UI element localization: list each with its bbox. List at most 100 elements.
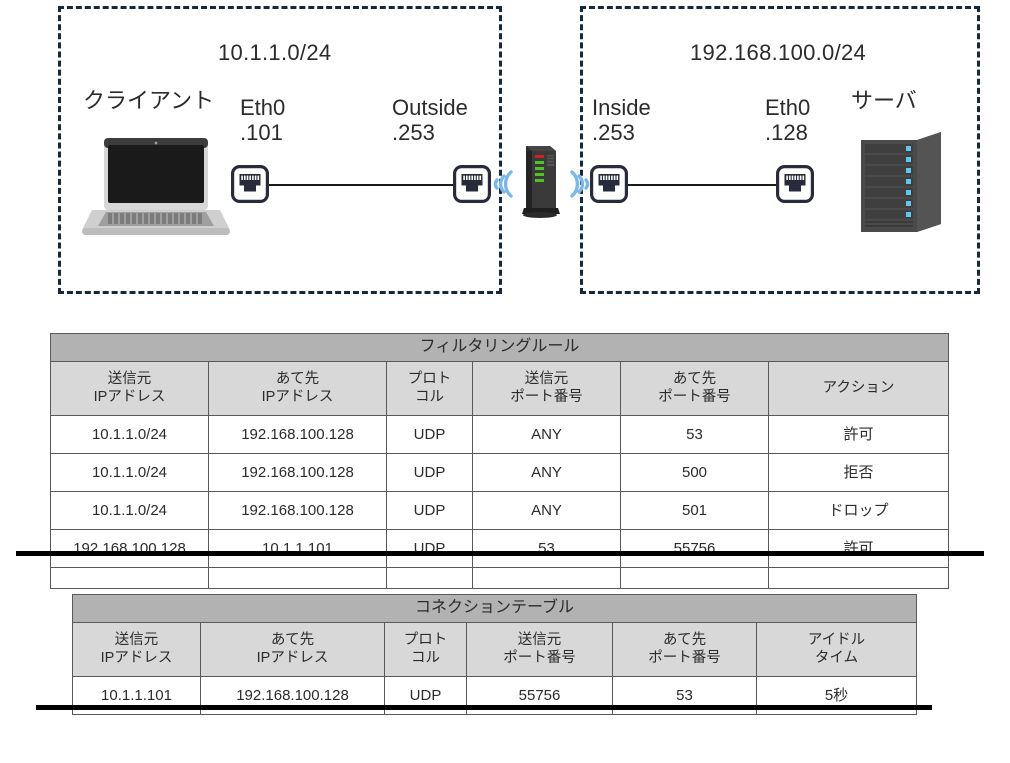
cell-protocol: UDP xyxy=(386,453,473,492)
cell-source-ip: 192.168.100.128 xyxy=(50,529,209,568)
header-protocol: プロト コル xyxy=(384,622,467,677)
cell-action: ドロップ xyxy=(768,491,949,530)
header-dest-ip-line2: IPアドレス xyxy=(256,649,329,666)
header-source-port: 送信元 ポート番号 xyxy=(466,622,613,677)
cell-dest-ip: 192.168.100.128 xyxy=(208,415,387,454)
cell-source-port: ANY xyxy=(472,415,621,454)
cell-dest-port: 53 xyxy=(620,415,769,454)
header-idle-time-line1: アイドル xyxy=(807,632,866,649)
header-dest-port-line2: ポート番号 xyxy=(648,649,721,666)
strikethrough-bar-connection-row xyxy=(36,705,932,710)
firewall-inside-label: Inside .253 xyxy=(592,95,651,145)
cell-blank xyxy=(620,567,769,589)
header-dest-port: あて先 ポート番号 xyxy=(620,361,769,416)
filtering-rules-table: フィルタリングルール 送信元 IPアドレス あて先 IPアドレス プロト コル … xyxy=(50,333,949,589)
header-protocol-line2: コル xyxy=(411,649,440,666)
firewall-inside-name: Inside xyxy=(592,95,651,120)
cell-dest-port: 501 xyxy=(620,491,769,530)
cell-source-ip: 10.1.1.0/24 xyxy=(50,415,209,454)
server-rack-icon xyxy=(861,132,941,232)
cell-protocol: UDP xyxy=(386,529,473,568)
client-interface-name: Eth0 xyxy=(240,95,286,120)
cell-source-ip: 10.1.1.0/24 xyxy=(50,453,209,492)
rj45-port-icon-inside xyxy=(590,165,628,203)
header-protocol: プロト コル xyxy=(386,361,473,416)
cell-source-port: 53 xyxy=(472,529,621,568)
table-row-blank xyxy=(50,567,949,589)
laptop-icon xyxy=(82,138,230,235)
cell-dest-port: 500 xyxy=(620,453,769,492)
cell-action: 許可 xyxy=(768,529,949,568)
cell-protocol: UDP xyxy=(386,491,473,530)
filtering-table-title-row: フィルタリングルール xyxy=(50,333,949,362)
header-idle-time-line2: タイム xyxy=(814,649,859,666)
server-interface-name: Eth0 xyxy=(765,95,811,120)
cell-source-port: ANY xyxy=(472,491,621,530)
header-protocol-line2: コル xyxy=(415,388,444,405)
cell-blank xyxy=(386,567,473,589)
cell-action: 拒否 xyxy=(768,453,949,492)
link-firewall-to-server xyxy=(626,184,781,186)
cell-blank xyxy=(50,567,209,589)
table-row: 10.1.1.0/24 192.168.100.128 UDP ANY 501 … xyxy=(50,491,949,530)
cell-action: 許可 xyxy=(768,415,949,454)
connection-table-title-row: コネクションテーブル xyxy=(71,594,918,623)
connection-table: コネクションテーブル 送信元 IPアドレス あて先 IPアドレス プロト コル … xyxy=(71,594,918,715)
header-dest-ip-line2: IPアドレス xyxy=(261,388,334,405)
client-interface-address: .101 xyxy=(240,119,283,145)
header-idle-time: アイドル タイム xyxy=(755,622,918,677)
strikethrough-bar-filtering-row xyxy=(16,551,984,556)
header-dest-ip-line1: あて先 xyxy=(270,632,315,649)
client-interface-label: Eth0 .101 xyxy=(240,95,286,145)
server-interface-label: Eth0 .128 xyxy=(765,95,811,145)
filtering-table-title: フィルタリングルール xyxy=(50,333,949,362)
cell-source-ip: 10.1.1.0/24 xyxy=(50,491,209,530)
header-source-port-line1: 送信元 xyxy=(517,632,562,649)
cell-dest-ip: 10.1.1.101 xyxy=(208,529,387,568)
cell-dest-ip: 192.168.100.128 xyxy=(208,491,387,530)
header-source-ip: 送信元 IPアドレス xyxy=(50,361,209,416)
cell-blank xyxy=(208,567,387,589)
cell-source-port: ANY xyxy=(472,453,621,492)
table-row: 192.168.100.128 10.1.1.101 UDP 53 55756 … xyxy=(50,529,949,568)
zone-box-client-subnet xyxy=(58,6,502,294)
header-dest-port-line1: あて先 xyxy=(662,632,707,649)
filtering-table-header-row: 送信元 IPアドレス あて先 IPアドレス プロト コル 送信元 ポート番号 あ… xyxy=(50,361,949,416)
connection-table-header-row: 送信元 IPアドレス あて先 IPアドレス プロト コル 送信元 ポート番号 あ… xyxy=(72,622,918,677)
firewall-outside-name: Outside xyxy=(392,95,468,120)
rj45-port-icon-client xyxy=(231,165,269,203)
server-label: サーバ xyxy=(851,88,917,113)
header-source-ip: 送信元 IPアドレス xyxy=(72,622,201,677)
subnet-label-left: 10.1.1.0/24 xyxy=(218,40,332,65)
header-protocol-line1: プロト xyxy=(403,632,448,649)
header-source-port-line2: ポート番号 xyxy=(503,649,576,666)
cell-blank xyxy=(768,567,949,589)
header-dest-port-line1: あて先 xyxy=(672,371,717,388)
header-source-ip-line2: IPアドレス xyxy=(93,388,166,405)
table-row: 10.1.1.0/24 192.168.100.128 UDP ANY 53 許… xyxy=(50,415,949,454)
header-dest-ip-line1: あて先 xyxy=(275,371,320,388)
rj45-port-icon-outside xyxy=(453,165,491,203)
link-client-to-firewall xyxy=(268,184,460,186)
cell-protocol: UDP xyxy=(386,415,473,454)
header-source-ip-line1: 送信元 xyxy=(107,371,152,388)
network-topology-diagram: 10.1.1.0/24 192.168.100.0/24 クライアント Eth0… xyxy=(0,0,1010,310)
header-source-ip-line1: 送信元 xyxy=(114,632,159,649)
cell-dest-ip: 192.168.100.128 xyxy=(208,453,387,492)
header-dest-port: あて先 ポート番号 xyxy=(612,622,757,677)
header-source-port-line2: ポート番号 xyxy=(510,388,583,405)
router-firewall-icon xyxy=(522,146,560,218)
connection-table-title: コネクションテーブル xyxy=(71,594,918,623)
header-source-ip-line2: IPアドレス xyxy=(100,649,173,666)
wifi-signal-icon-outside xyxy=(493,170,513,198)
header-source-port-line1: 送信元 xyxy=(524,371,569,388)
header-source-port: 送信元 ポート番号 xyxy=(472,361,621,416)
cell-dest-port: 55756 xyxy=(620,529,769,568)
rj45-port-icon-server xyxy=(776,165,814,203)
server-interface-address: .128 xyxy=(765,119,808,145)
zone-box-server-subnet xyxy=(580,6,980,294)
cell-blank xyxy=(472,567,621,589)
header-dest-ip: あて先 IPアドレス xyxy=(200,622,385,677)
header-action: アクション xyxy=(768,361,949,416)
client-label: クライアント xyxy=(83,88,215,113)
